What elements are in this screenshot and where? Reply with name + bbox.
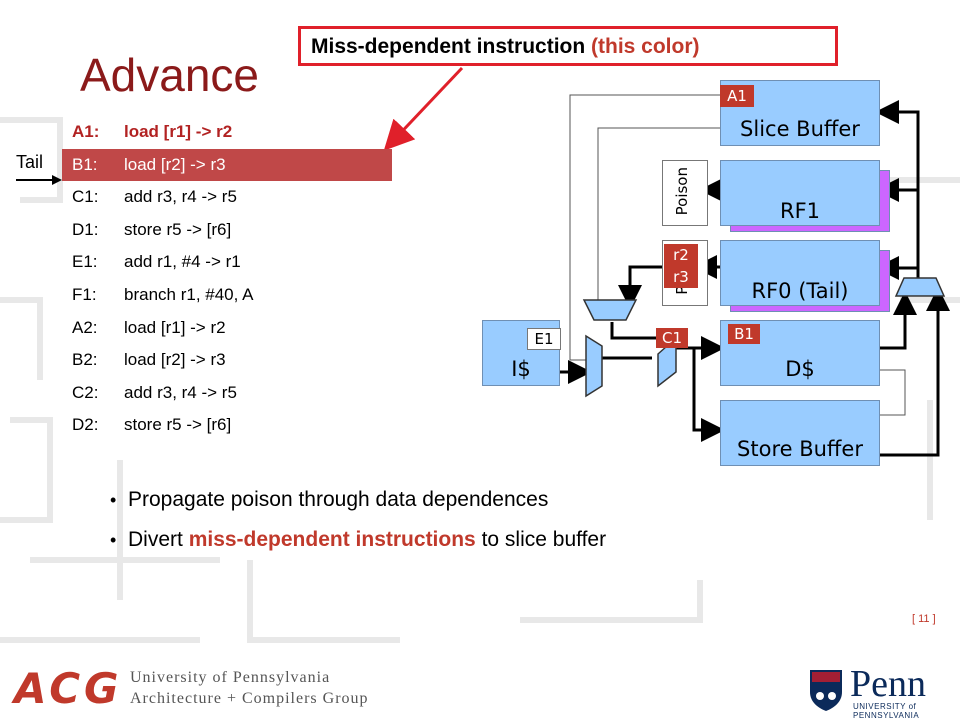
instruction-row: B2:load [r2] -> r3 — [72, 350, 226, 370]
fetch-mux-top — [582, 299, 638, 321]
callout-color-note: (this color) — [591, 35, 700, 58]
callout-text: Miss-dependent instruction — [311, 35, 592, 58]
instruction-row: F1:branch r1, #40, A — [72, 284, 254, 304]
dcache-tag: B1 — [728, 324, 760, 344]
poison-bits-upper: Poison — [662, 160, 708, 226]
icache-tag: E1 — [527, 328, 561, 350]
decode-tag: C1 — [656, 328, 688, 348]
instruction-row-highlighted: B1:load [r2] -> r3 — [62, 148, 392, 182]
university-name: University of Pennsylvania — [130, 669, 331, 686]
acg-logo: ACG — [14, 664, 123, 713]
rf1-box: RF1 — [720, 160, 880, 226]
tail-arrow — [16, 175, 62, 185]
instruction-row: A2:load [r1] -> r2 — [72, 317, 226, 337]
rf0-box: RF0 (Tail) — [720, 240, 880, 306]
penn-wordmark: Penn — [850, 663, 926, 705]
callout-box: Miss-dependent instruction (this color) — [298, 26, 838, 66]
fetch-mux-side — [585, 334, 603, 398]
instruction-row: D1:store r5 -> [r6] — [72, 219, 232, 239]
tail-label: Tail — [16, 152, 44, 172]
icache-label: I$ — [511, 357, 531, 381]
rf1-label: RF1 — [779, 199, 821, 223]
instruction-row: C1:add r3, r4 -> r5 — [72, 187, 237, 207]
poison-tag-r3: r3 — [664, 266, 698, 288]
slice-buffer-tag: A1 — [720, 85, 754, 107]
rf0-label: RF0 (Tail) — [751, 279, 849, 303]
penn-shield-icon — [810, 670, 842, 711]
instruction-row: A1:load [r1] -> r2 — [72, 122, 233, 141]
instruction-row: E1:add r1, #4 -> r1 — [72, 252, 241, 272]
bullet-item: Propagate poison through data dependence… — [110, 484, 606, 524]
store-buffer-box: Store Buffer — [720, 400, 880, 466]
page-number: [ 11 ] — [912, 613, 936, 625]
store-buffer-label: Store Buffer — [737, 437, 863, 461]
department-name: Architecture + Compilers Group — [130, 690, 369, 707]
instruction-row: D2:store r5 -> [r6] — [72, 415, 232, 435]
slide-title: Advance — [80, 49, 260, 101]
writeback-mux — [894, 277, 946, 297]
dcache-label: D$ — [785, 357, 815, 381]
bullet-list: Propagate poison through data dependence… — [110, 484, 606, 564]
poison-tag-r2: r2 — [664, 244, 698, 266]
bullet-item: Divert miss-dependent instructions to sl… — [110, 524, 606, 564]
penn-subtitle: UNIVERSITY of PENNSYLVANIA — [853, 702, 920, 720]
instruction-row: C2:add r3, r4 -> r5 — [72, 382, 237, 402]
instruction-list: A1:load [r1] -> r2 B1:load [r2] -> r3 C1… — [62, 116, 392, 442]
slice-buffer-label: Slice Buffer — [740, 117, 860, 141]
